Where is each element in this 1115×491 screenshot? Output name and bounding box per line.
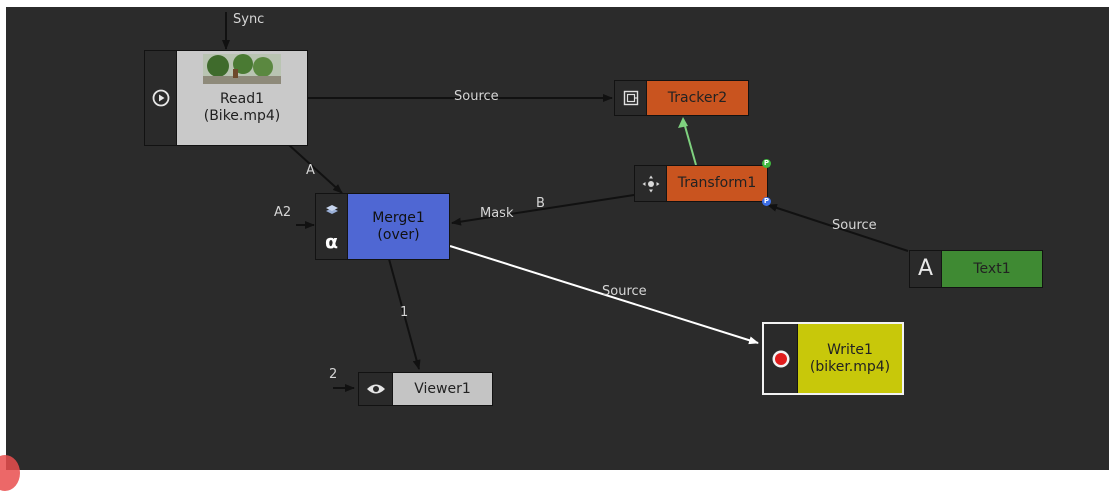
edge-label-2: 2 <box>329 367 338 382</box>
tracker2-title: Tracker2 <box>647 81 748 115</box>
edge-label-a: A <box>306 163 315 178</box>
transform1-pin-bottom[interactable]: P <box>762 197 771 206</box>
edge-label-source-tracker: Source <box>454 89 499 104</box>
merge1-subtitle: (over) <box>377 226 420 243</box>
edge-label-mask: Mask <box>480 206 514 221</box>
text-glyph: A <box>917 256 934 281</box>
text-icon[interactable]: A <box>910 251 942 287</box>
viewer1-title: Viewer1 <box>393 373 492 405</box>
play-circle-icon[interactable] <box>145 51 177 145</box>
text1-node[interactable]: A Text1 <box>909 250 1043 288</box>
record-icon[interactable] <box>764 324 798 393</box>
read1-node[interactable]: Read1 (Bike.mp4) <box>144 50 308 146</box>
node-graph-canvas[interactable]: Sync Source A A2 Mask B Source Source 1 … <box>6 7 1109 470</box>
merge1-node[interactable]: α Merge1 (over) <box>315 193 450 260</box>
read1-title: Read1 <box>219 91 265 107</box>
edge-transform-merge <box>451 194 635 226</box>
edge-text-transform <box>767 204 909 252</box>
viewer1-node[interactable]: Viewer1 <box>358 372 493 406</box>
read1-thumbnail <box>203 54 281 84</box>
edge-label-a2: A2 <box>274 205 292 220</box>
write1-node[interactable]: Write1 (biker.mp4) <box>762 322 904 395</box>
edge-merge-viewer <box>388 258 421 370</box>
edge-label-b: B <box>536 196 545 211</box>
transform1-pin-top[interactable]: P <box>762 159 771 168</box>
edge-transform-tracker <box>682 118 697 166</box>
edge-merge-write <box>449 245 759 345</box>
eye-icon[interactable] <box>359 373 393 405</box>
edge-read-merge <box>288 144 343 194</box>
edge-label-sync: Sync <box>233 12 265 27</box>
merge-layers-icon[interactable] <box>324 201 340 220</box>
edge-label-1: 1 <box>400 305 409 320</box>
tracker-icon[interactable] <box>615 81 647 115</box>
transform-crosshair-icon[interactable] <box>635 166 667 201</box>
edge-label-source-write: Source <box>602 284 647 299</box>
edge-layer <box>222 12 909 392</box>
transform1-title: Transform1 <box>667 166 767 201</box>
alpha-icon: α <box>324 231 339 254</box>
transform1-node[interactable]: Transform1 <box>634 165 768 202</box>
edge-label-source-text: Source <box>832 218 877 233</box>
write1-title: Write1 <box>827 341 873 358</box>
text1-title: Text1 <box>942 251 1042 287</box>
merge1-title: Merge1 <box>372 209 425 226</box>
write1-subtitle: (biker.mp4) <box>809 358 891 375</box>
read1-subtitle: (Bike.mp4) <box>203 108 281 124</box>
edge-transform-tracker-head <box>678 117 688 128</box>
tracker2-node[interactable]: Tracker2 <box>614 80 749 116</box>
